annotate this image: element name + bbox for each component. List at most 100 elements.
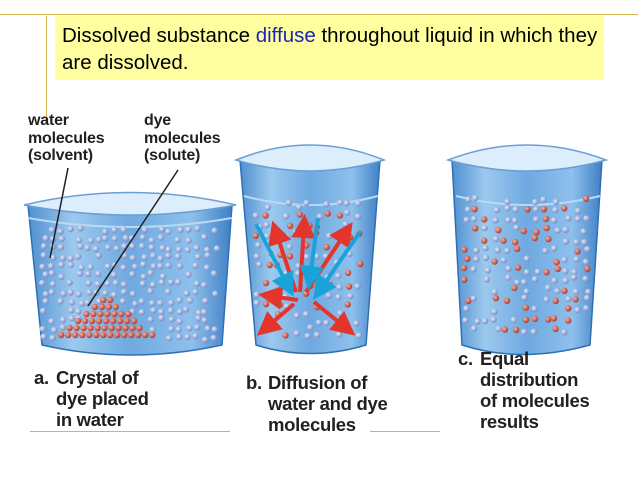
caption-c-letter: c.: [458, 348, 473, 369]
water-molecule: [129, 271, 136, 278]
water-molecule: [493, 206, 500, 214]
water-molecule: [211, 326, 218, 333]
water-molecule: [354, 213, 362, 220]
water-molecule: [253, 291, 260, 298]
dye-molecule: [100, 331, 107, 339]
bottom-rule-left: [30, 431, 230, 432]
water-molecule: [582, 258, 590, 266]
water-molecule: [513, 224, 520, 231]
caption-a: a.Crystal of dye placed in water: [34, 367, 149, 430]
dye-molecule: [495, 227, 502, 234]
dye-molecule: [282, 332, 289, 339]
dye-molecule: [336, 212, 344, 219]
water-molecule: [530, 328, 537, 336]
water-molecule: [474, 318, 481, 325]
water-molecule: [57, 298, 64, 305]
water-molecule: [562, 238, 570, 245]
water-molecule: [147, 269, 154, 277]
dye-molecule: [554, 265, 561, 273]
dye-molecule: [262, 300, 270, 308]
water-molecule: [174, 236, 181, 243]
dye-molecule: [524, 206, 531, 213]
water-molecule: [157, 255, 164, 262]
water-molecule: [185, 226, 192, 233]
water-molecule: [75, 291, 82, 298]
water-molecule: [303, 253, 310, 261]
title-text-start: Dissolved substance: [62, 24, 256, 47]
water-molecule: [149, 326, 156, 333]
label-dye-line3: (solute): [144, 147, 201, 164]
water-molecule: [139, 242, 146, 250]
water-molecule: [194, 253, 202, 260]
water-molecule: [212, 290, 219, 297]
water-molecule: [58, 261, 65, 269]
water-molecule: [148, 237, 155, 244]
water-molecule: [104, 280, 111, 287]
caption-c-line4: results: [480, 411, 539, 432]
water-molecule: [551, 245, 558, 252]
water-molecule: [110, 291, 118, 299]
dye-molecule: [574, 248, 581, 255]
water-molecule: [514, 279, 521, 286]
caption-b-line1: Diffusion of: [268, 372, 368, 393]
water-molecule: [84, 244, 91, 252]
dye-molecule: [540, 206, 548, 213]
dye-molecule: [286, 222, 294, 229]
water-molecule: [464, 206, 472, 213]
water-molecule: [256, 261, 263, 268]
water-molecule: [87, 237, 95, 244]
water-molecule: [86, 289, 93, 296]
water-molecule: [323, 319, 330, 327]
water-molecule: [168, 316, 175, 323]
dye-molecule: [545, 235, 552, 243]
dye-molecule: [109, 317, 117, 325]
label-dye-line2: molecules: [144, 129, 221, 147]
dye-molecule: [83, 310, 90, 318]
water-molecule: [337, 310, 344, 317]
water-molecule: [59, 254, 67, 262]
water-molecule: [531, 305, 538, 312]
dye-molecule: [104, 310, 111, 318]
dye-molecule: [513, 326, 520, 333]
water-molecule: [565, 215, 572, 222]
water-molecule: [111, 226, 118, 233]
water-molecule: [491, 288, 498, 296]
water-molecule: [492, 235, 500, 243]
water-molecule: [194, 225, 201, 232]
water-molecule: [104, 263, 112, 270]
dye-molecule: [326, 281, 334, 289]
water-molecule: [75, 308, 82, 315]
water-molecule: [210, 334, 217, 342]
dye-molecule: [491, 258, 498, 265]
dye-molecule: [503, 297, 511, 304]
water-molecule: [95, 236, 103, 243]
dye-molecule: [464, 255, 471, 262]
water-molecule: [463, 216, 470, 224]
dye-molecule: [561, 287, 568, 294]
caption-c: c.Equal distribution of molecules result…: [458, 348, 590, 432]
water-molecule: [150, 252, 157, 259]
water-molecule: [483, 276, 490, 283]
water-molecule: [583, 294, 591, 302]
dye-molecule: [514, 264, 522, 271]
water-molecule: [470, 215, 478, 223]
caption-a-line1: Crystal of: [56, 367, 139, 388]
dye-molecule: [94, 324, 101, 332]
water-molecule: [76, 270, 84, 277]
caption-b-line3: molecules: [268, 414, 356, 435]
water-molecule: [482, 244, 489, 252]
caption-c-line2: distribution: [480, 369, 579, 390]
water-molecule: [57, 244, 65, 251]
water-molecule: [255, 242, 262, 249]
water-molecule: [129, 254, 137, 262]
water-molecule: [192, 288, 199, 296]
water-molecule: [551, 277, 558, 284]
water-molecule: [573, 256, 580, 263]
water-molecule: [332, 324, 340, 331]
water-molecule: [176, 308, 184, 315]
dye-molecule: [582, 195, 590, 202]
water-molecule: [470, 325, 478, 332]
dye-molecule: [511, 284, 518, 292]
dye-molecule: [520, 227, 527, 235]
